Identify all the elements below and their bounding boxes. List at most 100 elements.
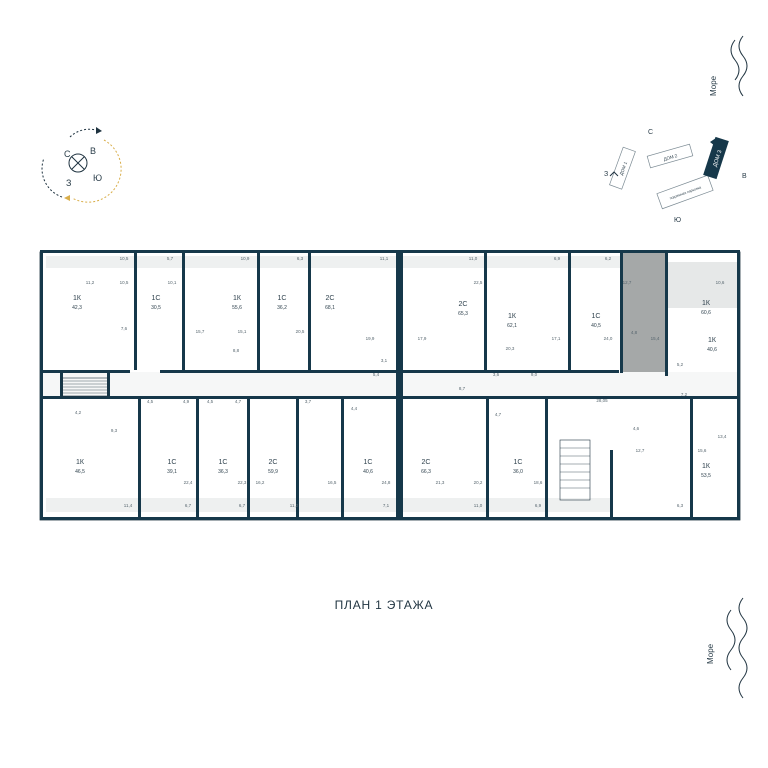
svg-text:6,2: 6,2 [605, 256, 612, 261]
compass-arc-east [71, 139, 122, 203]
svg-text:1С: 1С [514, 459, 523, 466]
svg-text:9,3: 9,3 [111, 428, 118, 433]
svg-text:17,9: 17,9 [418, 336, 427, 341]
svg-text:3,7: 3,7 [305, 399, 312, 404]
compass-arc-west [41, 157, 63, 198]
svg-text:55,6: 55,6 [232, 305, 242, 311]
svg-text:6,9: 6,9 [535, 503, 542, 508]
svg-text:3,6: 3,6 [493, 372, 500, 377]
svg-text:36,3: 36,3 [218, 469, 228, 475]
svg-text:6,7: 6,7 [239, 503, 246, 508]
svg-text:8,8: 8,8 [233, 348, 240, 353]
svg-text:20,2: 20,2 [474, 480, 483, 485]
svg-text:60,6: 60,6 [701, 310, 711, 316]
svg-text:16,2: 16,2 [256, 480, 265, 485]
site-building-1: ДОМ 1 [619, 161, 629, 176]
apartment-label[interactable]: 1К 60,6 [701, 300, 711, 316]
svg-text:4,9: 4,9 [183, 399, 190, 404]
svg-text:24,8: 24,8 [382, 480, 391, 485]
site-west: З [604, 171, 608, 178]
apartment-label[interactable]: 1К 53,5 [701, 463, 711, 479]
wave-icon [738, 35, 748, 97]
svg-text:22,4: 22,4 [184, 480, 193, 485]
svg-text:18,6: 18,6 [534, 480, 543, 485]
svg-text:28,05: 28,05 [596, 398, 608, 403]
svg-text:13,4: 13,4 [718, 434, 727, 439]
sea-bottom: Море [706, 597, 748, 699]
svg-text:4,5: 4,5 [147, 399, 154, 404]
svg-text:36,0: 36,0 [513, 469, 523, 475]
svg-text:6,7: 6,7 [185, 503, 192, 508]
compass-center-icon [68, 153, 88, 173]
wave-icon-4 [726, 609, 736, 671]
svg-text:10,5: 10,5 [120, 256, 129, 261]
svg-text:6,3: 6,3 [297, 256, 304, 261]
apartment-label[interactable]: 1К 55,6 [232, 295, 242, 311]
compass-east: В [90, 146, 96, 156]
svg-text:11,2: 11,2 [86, 280, 95, 285]
svg-text:4,5: 4,5 [207, 399, 214, 404]
svg-text:1К: 1К [233, 295, 242, 302]
svg-text:2С: 2С [459, 301, 468, 308]
stairs-right [559, 439, 591, 501]
apartment-label[interactable]: 2С 65,3 [458, 301, 468, 317]
apartment-label[interactable]: 1С 36,0 [513, 459, 523, 475]
room-numbers-top: 10,5 11,2 10,5 5,7 10,1 10,9 6,3 11,1 11… [86, 256, 725, 367]
svg-text:1К: 1К [702, 300, 711, 307]
svg-text:40,6: 40,6 [707, 347, 717, 353]
svg-text:65,3: 65,3 [458, 311, 468, 317]
svg-text:12,7: 12,7 [623, 280, 632, 285]
site-east: В [742, 173, 747, 180]
wave-icon-2 [730, 39, 740, 81]
svg-text:1С: 1С [168, 459, 177, 466]
apartment-label[interactable]: 1С 39,1 [167, 459, 177, 475]
svg-text:1С: 1С [592, 313, 601, 320]
svg-text:16,5: 16,5 [328, 480, 337, 485]
svg-text:1К: 1К [702, 463, 711, 470]
svg-text:11,4: 11,4 [124, 503, 133, 508]
svg-text:1С: 1С [364, 459, 373, 466]
svg-text:39,1: 39,1 [167, 469, 177, 475]
walls [40, 250, 740, 520]
svg-text:11,0: 11,0 [474, 503, 483, 508]
svg-text:2С: 2С [422, 459, 431, 466]
svg-text:4,4: 4,4 [351, 406, 358, 411]
svg-text:7,2: 7,2 [681, 392, 688, 397]
svg-text:15,7: 15,7 [196, 329, 205, 334]
svg-text:4,6: 4,6 [633, 426, 640, 431]
compass-north: С [64, 149, 71, 159]
svg-text:20,3: 20,3 [506, 346, 515, 351]
highlighted-apartment[interactable] [620, 252, 665, 376]
svg-text:10,9: 10,9 [241, 256, 250, 261]
svg-text:4,7: 4,7 [495, 412, 502, 417]
compass-arrow-icon-2 [64, 195, 70, 201]
svg-text:7,6: 7,6 [121, 326, 128, 331]
site-building-2: ДОМ 2 [663, 153, 678, 162]
sea-top: Море [709, 35, 748, 97]
svg-text:15,6: 15,6 [698, 448, 707, 453]
svg-text:22,3: 22,3 [238, 480, 247, 485]
plan-title: ПЛАН 1 ЭТАЖА [334, 598, 434, 612]
svg-text:4,2: 4,2 [75, 410, 82, 415]
sea-label-top: Море [709, 75, 718, 96]
site-south: Ю [674, 217, 681, 224]
svg-text:36,2: 36,2 [277, 305, 287, 311]
stairs-left [61, 377, 109, 397]
svg-text:19,9: 19,9 [366, 336, 375, 341]
wave-icon-3 [738, 597, 748, 699]
svg-text:53,5: 53,5 [701, 473, 711, 479]
